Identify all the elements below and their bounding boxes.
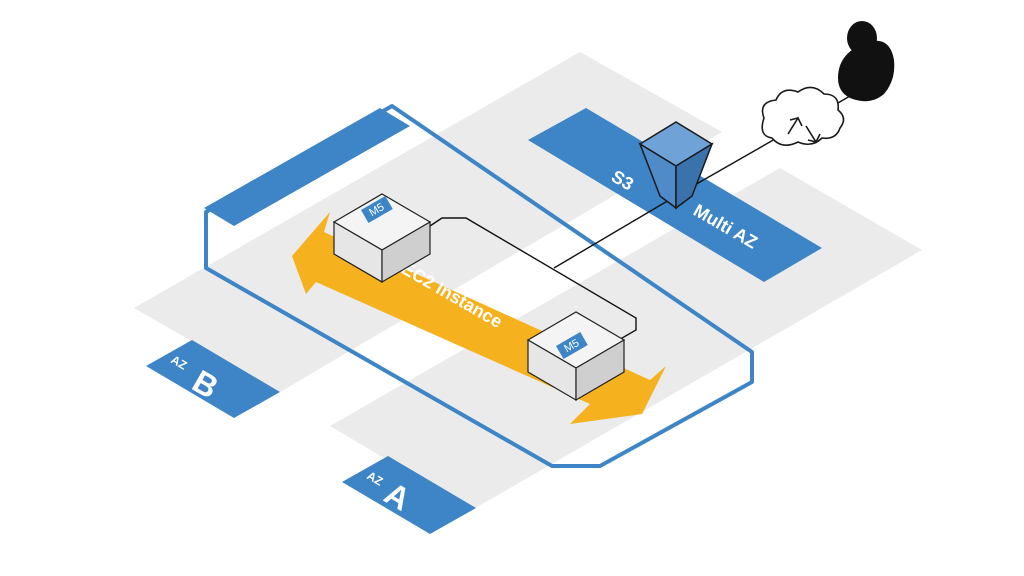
vpc-container: VPC (204, 104, 754, 468)
instance-link-line (429, 217, 637, 353)
user-icon (838, 21, 895, 102)
instance-b-badge: M5 (556, 332, 588, 359)
server-cube-b: M5 (526, 311, 626, 402)
server-cube-a: M5 (332, 193, 432, 284)
az-b-prefix: AZ (169, 352, 190, 372)
az-a-prefix: AZ (365, 468, 386, 488)
cloud-icon (342, 131, 364, 145)
internet-cloud-icon (761, 86, 845, 146)
s3-uplink-line (553, 189, 687, 269)
bucket-icon (638, 121, 714, 210)
vpc-boundary (204, 104, 754, 468)
server-cube-icon (332, 193, 432, 284)
instance-a-badge: M5 (361, 196, 393, 223)
